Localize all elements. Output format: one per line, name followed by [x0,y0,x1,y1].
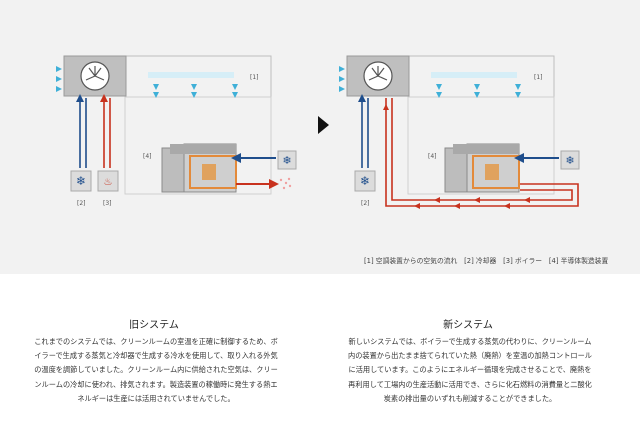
old-system-title: 旧システム [129,320,179,331]
diagram-legend: [1] 空調装置からの空気の流れ [2] 冷却器 [3] ボイラー [4] 半導… [364,257,609,265]
snowflake-icon: ❄ [76,174,86,188]
new-heat-exchanger [472,155,520,189]
new-system-line: 炭素の排出量のいずれも削減することができました。 [383,393,557,403]
new-equipment-machine [444,147,468,193]
snowflake-icon-3: ❄ [360,174,370,188]
new-label-2: [2] [361,200,370,207]
new-system-line: 内の装置から出たまま捨てられていた熱（廃熱）を室温の加熱コントロール [348,351,592,361]
old-system-line: の温度を調節していました。クリーンルーム内に供給された空気は、クリー [34,365,278,375]
old-system-line: イラーで生成する蒸気と冷却器で生成する冷水を使用して、取り入れる外気 [34,351,278,361]
new-system-description: 新しいシステムでは、ボイラーで生成する蒸気の代わりに、クリーンルーム 内の装置か… [318,335,622,406]
old-airflow-arrows [153,84,238,98]
old-label-2: [2] [77,200,86,207]
new-system-line: に活用しています。このようにエネルギー循環を完成させることで、廃熱を [348,365,592,375]
old-boiler [97,170,119,192]
transition-arrow-icon [318,116,329,134]
system-diagrams: [1] ❄ ♨ [2] [3] [4] ❄ [56,55,580,209]
old-equipment-machine [161,147,185,193]
new-cleanroom-lower [407,96,555,195]
old-system-line: ネルギーは生産には活用されていませんでした。 [77,393,235,403]
new-system-diagram: [1] ❄ [2] [4] ❄ [339,55,580,209]
snowflake-icon-2: ❄ [282,154,291,167]
new-label-4: [4] [428,153,437,160]
new-system-line: 新しいシステムでは、ボイラーで生成する蒸気の代わりに、クリーンルーム [348,337,592,346]
new-system-line: 再利用して工場内の生産活動に活用でき、さらに化石燃料の消費量と二酸化 [348,379,592,389]
old-cooler [70,170,92,192]
new-intake-arrows [339,66,345,92]
new-supply-duct [431,72,517,78]
old-system-line: ンルームの冷却に使われ、排気されます。製造装置の稼働時に発生する熱エ [34,379,278,389]
old-intake-arrows [56,66,62,92]
waste-heat-loop [385,98,579,207]
snowflake-icon-4: ❄ [565,154,574,167]
old-label-1: [1] [250,74,259,81]
diagram-panel: [1] ❄ ♨ [2] [3] [4] ❄ [0,0,640,274]
old-system-diagram: [1] ❄ ♨ [2] [3] [4] ❄ [56,55,297,207]
new-system-title: 新システム [443,320,493,331]
new-cooler [354,170,376,192]
old-label-4: [4] [143,153,152,160]
old-system-description: これまでのシステムでは、クリーンルームの室温を正確に制御するため、ボ イラーで生… [4,335,308,406]
old-cleanroom-lower [124,96,272,195]
old-heat-exchanger [189,155,237,189]
new-label-1: [1] [534,74,543,81]
new-airflow-arrows [436,84,521,98]
old-exhaust-cooler [277,150,297,170]
old-label-3: [3] [103,200,112,207]
new-exhaust-cooler [560,150,580,170]
flame-icon: ♨ [104,177,113,188]
old-system-line: これまでのシステムでは、クリーンルームの室温を正確に制御するため、ボ [34,337,278,346]
old-supply-duct [148,72,234,78]
